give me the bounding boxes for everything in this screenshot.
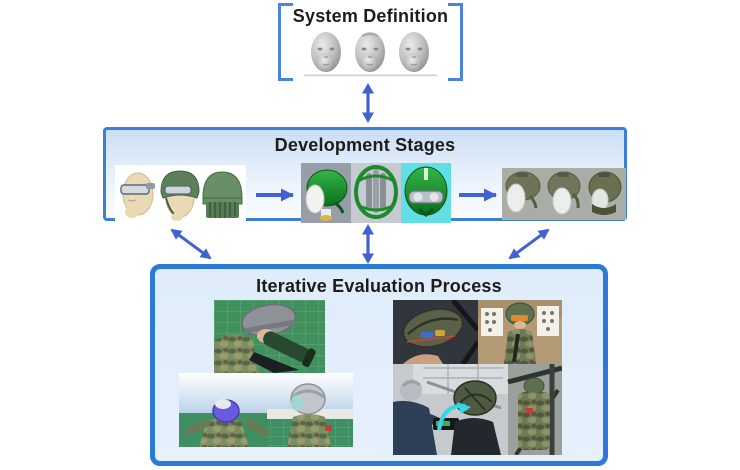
arrow-sketches-to-cad: [256, 188, 294, 202]
flag-patch: [325, 425, 332, 431]
sim-soldier-torso: [214, 334, 259, 373]
cad-helmet-front-icon: [401, 163, 451, 223]
photo-helmet-lab-rig: [393, 300, 481, 366]
arrow-cad-to-prototypes: [459, 188, 497, 202]
arrow-stages-to-eval-right: [508, 228, 550, 260]
stage-cad-image: [301, 163, 451, 223]
sim-soldier-aiming-image: [214, 300, 325, 373]
development-stages-box: Development Stages: [103, 127, 627, 223]
system-definition-title: System Definition: [292, 6, 449, 26]
iterative-evaluation-box: Iterative Evaluation Process: [150, 264, 608, 466]
head-scan-3-icon: [399, 32, 429, 72]
cad-helmet-frame-icon: [351, 163, 401, 223]
prototype-helmet-2-icon: [547, 171, 581, 215]
photo-field-soldier: [478, 300, 562, 364]
bracket-right-icon: [448, 3, 463, 81]
sketch-helmet-front-icon: [160, 170, 200, 221]
photo-soldier-structure: [507, 364, 562, 455]
photo-fit-measurement: [393, 364, 508, 455]
sketch-head-goggles-icon: [120, 172, 155, 218]
stage-sketches-image: [115, 165, 246, 222]
sim-weapon-scope-icon: [263, 331, 316, 368]
arrow-system-to-stages: [362, 83, 374, 123]
arrow-stages-to-eval-middle: [362, 224, 374, 264]
system-definition-box: System Definition: [278, 3, 463, 81]
cyan-arrow-icon: [457, 402, 471, 414]
baseline-rule: [304, 74, 437, 77]
cad-helmet-side-icon: [301, 163, 351, 223]
arrow-stages-to-eval-left: [170, 228, 212, 260]
development-stages-title: Development Stages: [274, 135, 456, 155]
photo-collage-image: [393, 300, 562, 455]
three-head-scans-image: [304, 32, 437, 77]
iterative-evaluation-title: Iterative Evaluation Process: [256, 276, 502, 296]
avatar-silver-helmet-icon: [287, 383, 332, 447]
prototype-helmet-1-icon: [505, 171, 541, 213]
prototype-helmet-3-icon: [588, 171, 622, 215]
avatar-blue-helmet-icon: [185, 399, 269, 447]
sketch-helmet-back-icon: [202, 171, 243, 218]
head-scan-1-icon: [311, 32, 341, 72]
sim-two-avatars-image: [179, 373, 353, 447]
stage-prototypes-image: [502, 168, 626, 220]
head-scan-2-icon: [355, 32, 385, 72]
bracket-left-icon: [278, 3, 293, 81]
